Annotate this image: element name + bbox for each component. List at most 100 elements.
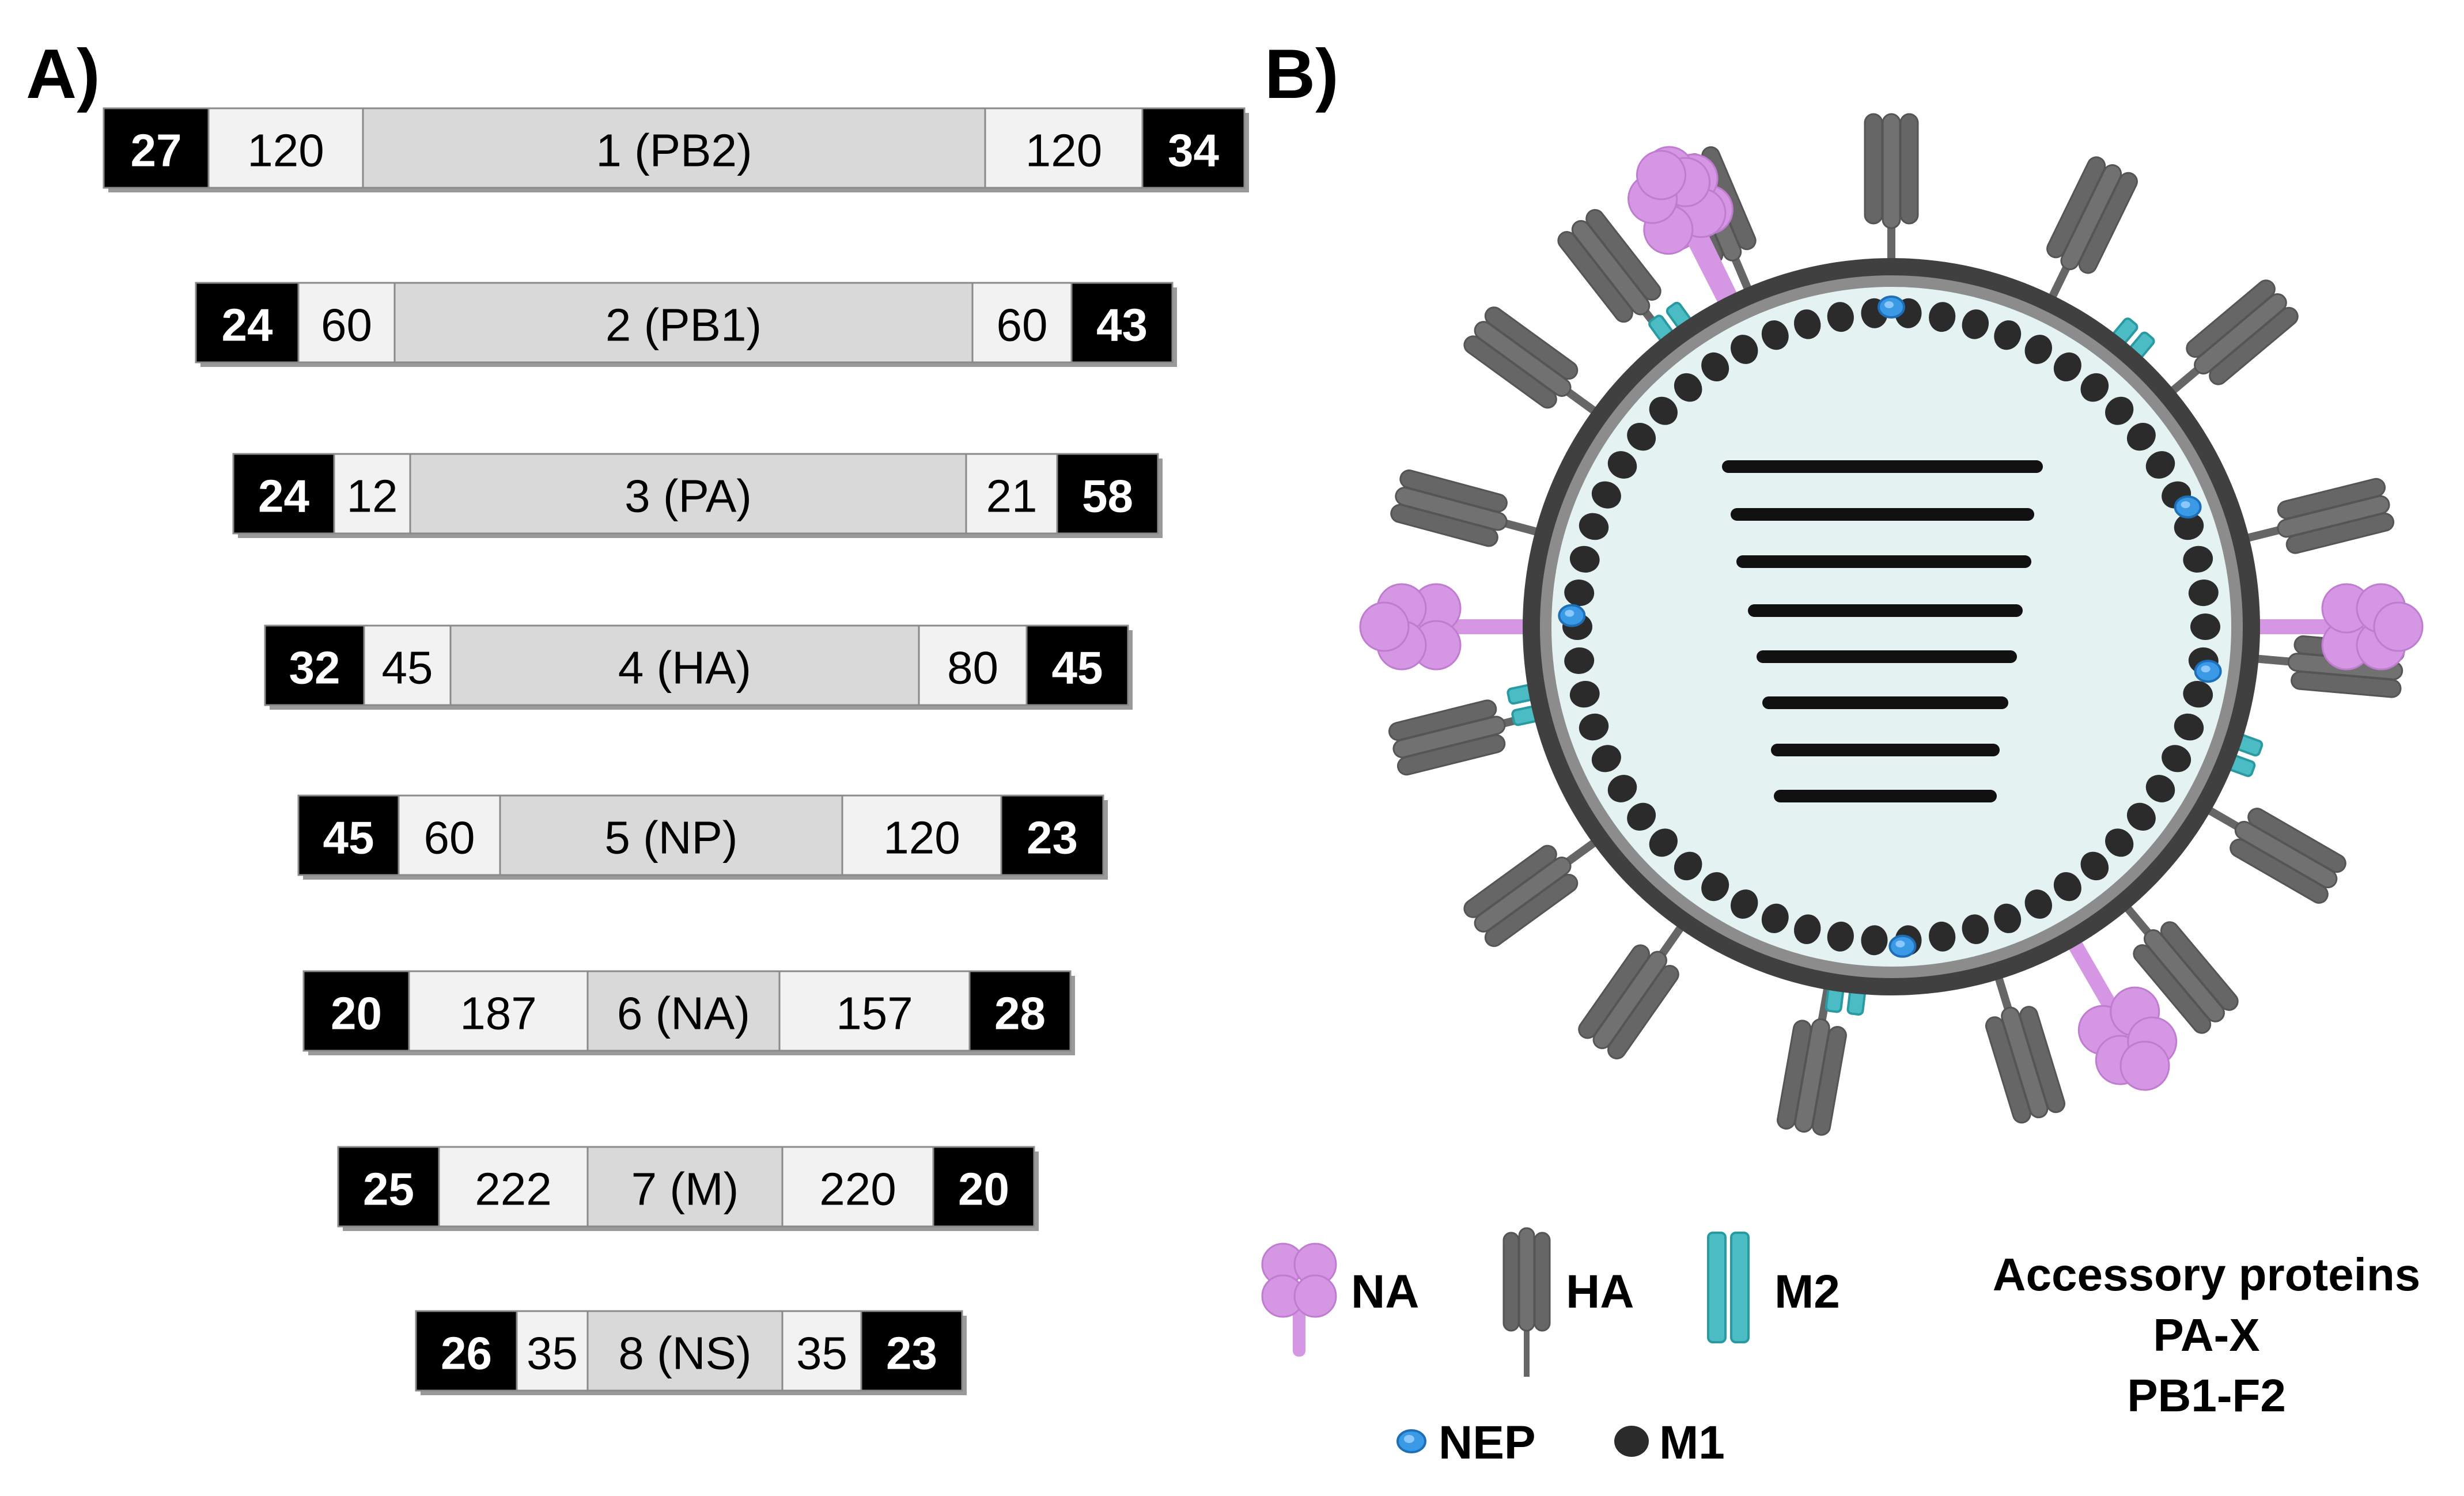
right-noncoding-label: 35 xyxy=(796,1328,847,1379)
legend-nep-label: NEP xyxy=(1439,1417,1536,1469)
ha-spike xyxy=(1985,956,2065,1124)
left-terminal-label: 26 xyxy=(441,1328,492,1379)
right-terminal xyxy=(1056,453,1159,535)
m1-protein xyxy=(1761,320,1789,350)
left-terminal xyxy=(302,970,410,1052)
gene-region-label: 5 (NP) xyxy=(604,812,737,863)
ha-spike xyxy=(1864,113,1919,281)
m1-protein xyxy=(1861,925,1888,956)
left-terminal xyxy=(415,1310,518,1392)
m1-protein xyxy=(2053,872,2081,902)
m1-protein xyxy=(2024,335,2052,364)
right-terminal-label: 20 xyxy=(958,1164,1009,1215)
m1-protein xyxy=(1674,373,1702,402)
nep-protein-icon xyxy=(1396,1429,1426,1453)
right-noncoding xyxy=(781,1310,862,1392)
right-noncoding-label: 157 xyxy=(836,988,913,1039)
m1-protein xyxy=(1731,889,1758,919)
m1-protein xyxy=(1827,921,1854,952)
left-terminal-label: 20 xyxy=(331,988,382,1039)
legend-na-label: NA xyxy=(1351,1266,1419,1318)
virion-diagram xyxy=(1359,113,2424,1136)
left-noncoding-label: 35 xyxy=(527,1328,578,1379)
m1-protein xyxy=(2105,396,2134,425)
left-terminal-label: 27 xyxy=(131,125,182,176)
right-noncoding-label: 120 xyxy=(1025,125,1102,176)
m1-protein xyxy=(2190,613,2220,640)
right-terminal-label: 43 xyxy=(1096,300,1148,351)
right-terminal-label: 34 xyxy=(1168,125,1219,176)
left-noncoding-label: 120 xyxy=(247,125,324,176)
right-noncoding xyxy=(971,282,1073,363)
m1-protein xyxy=(1579,713,1609,741)
m1-protein xyxy=(1929,302,1956,332)
m1-protein xyxy=(2145,451,2175,479)
gene-region xyxy=(362,107,986,189)
m1-protein xyxy=(1962,309,1989,339)
m1-protein xyxy=(1591,481,1621,509)
gene-region-label: 3 (PA) xyxy=(624,471,752,522)
left-terminal xyxy=(297,794,400,876)
right-noncoding xyxy=(778,970,971,1052)
legend-ha-label: HA xyxy=(1566,1266,1634,1318)
m1-protein xyxy=(2080,851,2109,881)
nep-highlight xyxy=(2201,665,2211,673)
gene-region-label: 2 (PB1) xyxy=(605,300,762,351)
m1-protein xyxy=(1761,903,1789,933)
ha-spike xyxy=(2110,889,2239,1034)
m1-protein xyxy=(2105,828,2134,857)
na-spike xyxy=(1627,150,1739,320)
nep-highlight xyxy=(1565,609,1574,617)
m1-protein xyxy=(1701,352,1729,382)
m1-protein xyxy=(2126,802,2156,831)
m1-protein xyxy=(2145,775,2175,802)
m1-protein xyxy=(1674,851,1702,881)
right-noncoding-label: 80 xyxy=(947,642,998,694)
m1-protein xyxy=(2080,373,2109,402)
m1-protein xyxy=(1607,775,1637,802)
nep-highlight xyxy=(1884,301,1894,308)
left-noncoding-label: 187 xyxy=(460,988,536,1039)
right-noncoding-label: 220 xyxy=(819,1164,896,1215)
right-terminal xyxy=(1141,107,1246,189)
right-terminal xyxy=(1000,794,1104,876)
right-terminal xyxy=(1070,282,1174,363)
m1-protein xyxy=(2174,713,2204,741)
left-noncoding-label: 60 xyxy=(321,300,372,351)
gene-region xyxy=(409,453,967,535)
legend: NA HA M2 NEP M1 xyxy=(1261,1227,1840,1469)
gene-region xyxy=(393,282,974,363)
left-noncoding xyxy=(363,624,452,706)
m1-protein xyxy=(1564,580,1595,607)
m1-protein xyxy=(2188,580,2219,607)
left-terminal-label: 32 xyxy=(289,642,340,694)
m1-protein xyxy=(1962,914,1989,944)
na-spike xyxy=(1359,583,1546,671)
m1-protein xyxy=(1607,451,1637,479)
gene-region xyxy=(499,794,843,876)
m1-protein xyxy=(2162,745,2192,772)
m1-protein xyxy=(1649,828,1678,857)
m1-protein xyxy=(1994,320,2022,350)
gene-region-label: 8 (NS) xyxy=(618,1328,751,1379)
na-spike xyxy=(2060,925,2178,1091)
virion-interior xyxy=(1551,287,2231,967)
accessory-item: PB1-F2 xyxy=(2127,1370,2286,1421)
m1-protein-icon xyxy=(1614,1426,1649,1457)
right-noncoding-label: 120 xyxy=(883,812,960,863)
left-terminal xyxy=(337,1146,440,1228)
m1-protein xyxy=(1793,914,1821,944)
ha-spike xyxy=(1578,907,1697,1060)
right-noncoding xyxy=(781,1146,934,1228)
m1-protein xyxy=(1649,396,1678,425)
m1-protein xyxy=(1569,546,1600,573)
left-terminal-label: 25 xyxy=(363,1164,414,1215)
m1-protein xyxy=(1627,802,1656,831)
m1-protein xyxy=(2053,352,2081,382)
nep-proteins xyxy=(1558,296,2222,958)
